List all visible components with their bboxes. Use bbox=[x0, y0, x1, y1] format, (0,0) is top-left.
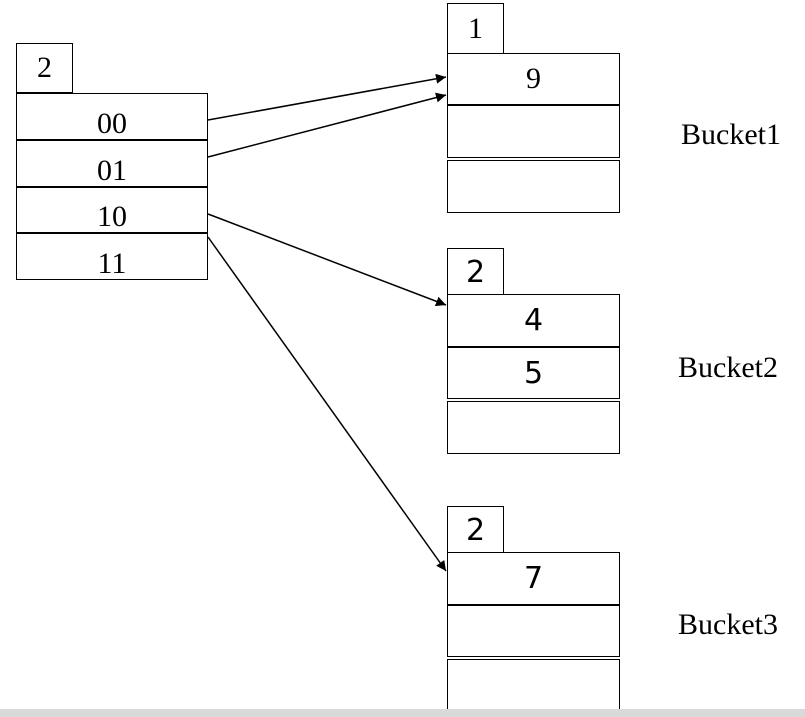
bucket2-local-depth: 2 bbox=[447, 248, 504, 296]
bucket3-slot-2 bbox=[447, 605, 620, 657]
directory-entry-label: 10 bbox=[97, 200, 127, 233]
bucket3-slot-1: 7 bbox=[447, 552, 620, 605]
local-depth-value: 2 bbox=[465, 512, 486, 548]
bucket2-slot-2: 5 bbox=[447, 347, 620, 399]
bucket3-label: Bucket3 bbox=[678, 608, 778, 641]
directory-entry-label: 00 bbox=[97, 107, 127, 140]
bucket1-local-depth: 1 bbox=[447, 3, 504, 54]
slot-value: 5 bbox=[523, 355, 544, 391]
global-depth-value: 2 bbox=[37, 51, 52, 84]
bucket3-local-depth: 2 bbox=[447, 506, 504, 554]
local-depth-value: 2 bbox=[465, 254, 486, 290]
bucket2-label: Bucket2 bbox=[678, 351, 778, 384]
pointer-11-to-bucket3 bbox=[207, 236, 447, 572]
pointer-00-to-bucket1 bbox=[207, 73, 447, 121]
global-depth-box: 2 bbox=[16, 43, 73, 93]
slot-value: 7 bbox=[523, 561, 544, 596]
slot-value: 4 bbox=[523, 303, 544, 338]
bottom-strip bbox=[0, 709, 805, 717]
directory-entry-01: 01 bbox=[16, 140, 208, 187]
directory-entry-10: 10 bbox=[16, 187, 208, 233]
directory-entry-label: 11 bbox=[97, 247, 127, 280]
pointer-10-to-bucket2 bbox=[207, 213, 447, 307]
bucket1-label: Bucket1 bbox=[681, 118, 781, 151]
directory-entry-11: 11 bbox=[16, 233, 208, 280]
bucket1-slot-2 bbox=[447, 105, 620, 158]
directory-entry-00: 00 bbox=[16, 93, 208, 140]
bucket1-slot-1: 9 bbox=[447, 53, 620, 105]
directory-entry-label: 01 bbox=[97, 154, 127, 187]
local-depth-value: 1 bbox=[468, 11, 483, 45]
slot-value: 9 bbox=[526, 62, 541, 95]
bucket2-slot-1: 4 bbox=[447, 294, 620, 347]
bucket2-slot-3 bbox=[447, 401, 620, 454]
bucket1-slot-3 bbox=[447, 160, 620, 213]
pointer-01-to-bucket1 bbox=[207, 92, 447, 158]
